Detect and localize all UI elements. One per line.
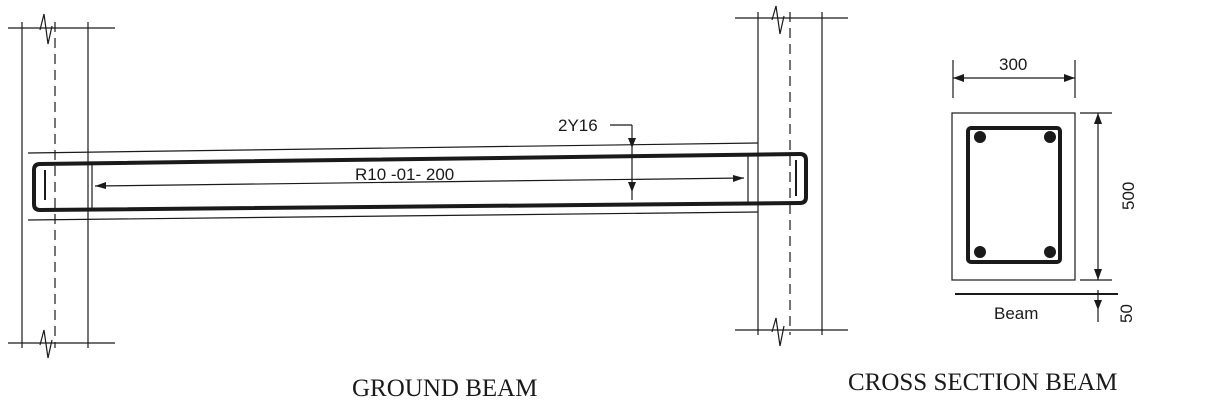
dim-arrow-right-icon — [733, 175, 744, 182]
rebar-bottom-right — [1044, 246, 1056, 258]
height-arrow-bottom-icon — [1094, 269, 1102, 280]
bar-label: 2Y16 — [558, 116, 598, 135]
rebar-bottom-left — [974, 246, 986, 258]
cross-section-caption: CROSS SECTION BEAM — [848, 369, 1118, 396]
bar-leader-arrow-bottom-icon — [628, 182, 636, 192]
rebar-top-right — [1044, 131, 1056, 143]
cross-section: 300 500 50 Beam — [951, 55, 1138, 323]
rebar-top-left — [974, 131, 986, 143]
beam-label: Beam — [994, 304, 1038, 323]
ground-beam: R10 -01- 200 2Y16 — [27, 116, 808, 221]
left-column — [8, 13, 115, 359]
height-dim-label: 500 — [1119, 182, 1138, 210]
offset-arrow-icon — [1094, 300, 1102, 310]
right-bottom-break-icon — [771, 317, 785, 347]
height-arrow-top-icon — [1094, 113, 1102, 124]
ground-beam-caption: GROUND BEAM — [352, 375, 537, 402]
offset-dim-label: 50 — [1117, 304, 1136, 323]
left-top-break-icon — [39, 13, 53, 45]
right-top-break-icon — [771, 5, 785, 35]
width-arrow-right-icon — [1064, 74, 1075, 82]
width-arrow-left-icon — [953, 74, 964, 82]
rebar-cage — [32, 151, 808, 213]
left-bottom-break-icon — [39, 329, 53, 359]
bar-leader-arrow-icon — [628, 138, 636, 148]
dim-arrow-left-icon — [95, 182, 106, 189]
right-column — [735, 5, 848, 347]
width-dim-label: 300 — [999, 55, 1027, 74]
stirrup-label: R10 -01- 200 — [355, 165, 454, 184]
